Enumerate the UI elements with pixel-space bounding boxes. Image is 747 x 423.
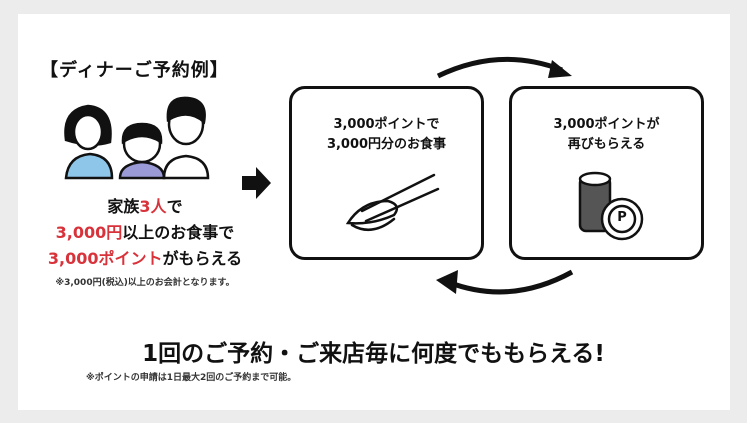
earn-line1: 3,000ポイントが <box>553 117 660 132</box>
headline: 1回のご予約・ご来店毎に何度でももらえる! <box>142 341 605 367</box>
right-arrow-icon <box>242 167 271 199</box>
points-line: 3,000ポイントがもらえる <box>47 249 243 268</box>
earn-again-box: 3,000ポイントが 再びもらえる P <box>509 86 704 260</box>
redeem-line2: 3,000円分のお食事 <box>326 137 447 152</box>
earn-line2: 再びもらえる <box>567 137 646 152</box>
tax-note: ※3,000円(税込)以上のお会計となります。 <box>55 278 235 288</box>
coins-icon <box>578 171 644 241</box>
point-coin-label: P <box>617 210 627 225</box>
redeem-box: 3,000ポイントで 3,000円分のお食事 <box>289 86 484 260</box>
example-title: 【ディナーご予約例】 <box>40 60 229 81</box>
sushi-chopsticks-icon <box>345 173 440 232</box>
family-line: 家族3人で <box>107 197 183 216</box>
amount-line: 3,000円以上のお食事で <box>55 223 235 242</box>
footnote: ※ポイントの申請は1日最大2回のご予約まで可能。 <box>86 373 297 383</box>
family-illustration <box>64 96 210 180</box>
cycle-arrow-bottom-icon <box>436 269 574 295</box>
cycle-arrow-top-icon <box>436 56 572 79</box>
redeem-line1: 3,000ポイントで <box>333 117 440 132</box>
